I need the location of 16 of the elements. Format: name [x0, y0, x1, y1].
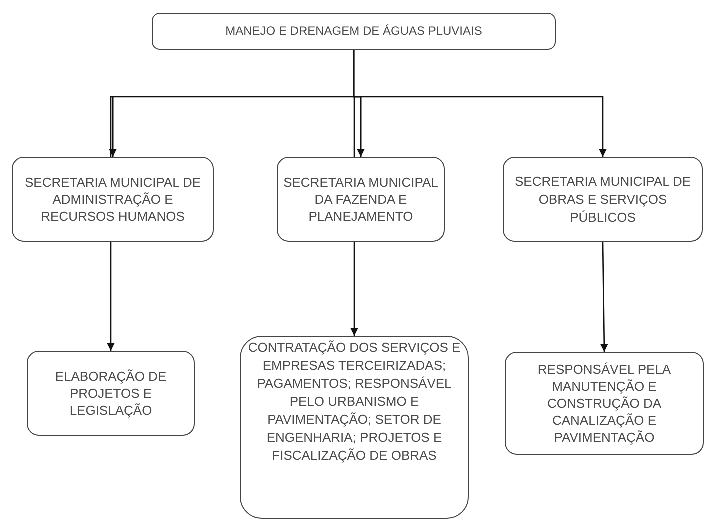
process-box [505, 352, 704, 455]
process-box [277, 157, 445, 242]
box-text: SECRETARIA MUNICIPAL DE OBRAS E SERVIÇOS PÚBLICOS [514, 172, 692, 226]
box-text: MANEJO E DRENAGEM DE ÁGUAS PLUVIAIS [226, 24, 482, 39]
box-text: CONTRATAÇÃO DOS SERVIÇOS E EMPRESAS TERCEIRIZADAS; PAGAMENTOS; RESPONSÁVEL PELO URBANISMO E PAVIMENTAÇÃO; SETOR DE ENGENHARIA; PROJETOS E FISCALIZAÇÃO DE OBRAS [247, 339, 462, 465]
arrow [600, 242, 608, 352]
process-box [152, 13, 556, 50]
box-text: SECRETARIA MUNICIPAL DE ADMINISTRAÇÃO E RECURSOS HUMANOS [24, 174, 202, 225]
box-text: RESPONSÁVEL PELA MANUTENÇÃO E CONSTRUÇÃO DA CANALIZAÇÃO E PAVIMENTAÇÃO [536, 361, 672, 446]
process-box [12, 157, 214, 242]
box-text: SECRETARIA MUNICIPAL DA FAZENDA E PLANEJAMENTO [282, 174, 440, 225]
process-box [503, 157, 703, 242]
box-text: ELABORAÇÃO DE PROJETOS E LEGISLAÇÃO [54, 368, 168, 419]
arrow [353, 50, 607, 157]
process-box [240, 336, 469, 519]
process-box [27, 351, 195, 436]
